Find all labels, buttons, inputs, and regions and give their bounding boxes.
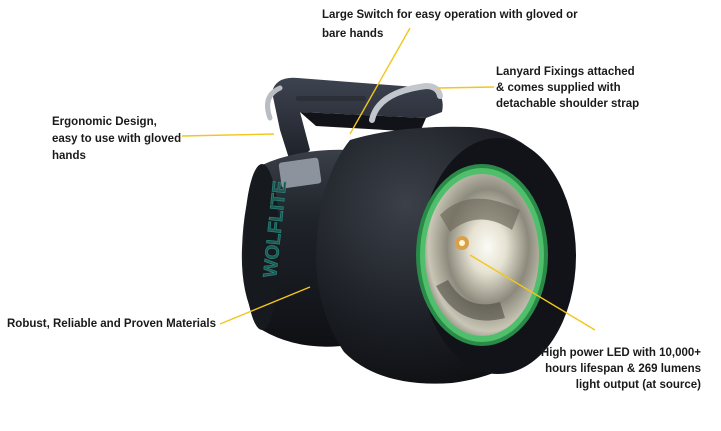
handle [272,77,443,168]
led-lens [416,164,548,346]
callout-led-line-3: light output (at source) [575,379,701,391]
callout-ergonomic-line-1: Ergonomic Design, [52,116,157,128]
callout-robust-line-1: Robust, Reliable and Proven Materials [7,318,216,330]
callout-large-switch-line-1: Large Switch for easy operation with glo… [322,9,578,21]
callout-ergonomic-line-2: easy to use with gloved [52,133,182,145]
callout-ergonomic-line-3: hands [52,150,86,162]
callout-led-line-2: hours lifespan & 269 lumens [545,363,701,375]
callout-led-line-1: High power LED with 10,000+ [540,347,701,359]
leader-lines [181,27,596,331]
callout-large-switch-line-2: bare hands [322,28,384,40]
callout-ergonomic-design: Ergonomic Design, easy to use with glove… [52,114,181,165]
leader-led [469,254,596,331]
callout-high-power-led: High power LED with 10,000+ hours lifesp… [541,345,701,393]
leader-lanyard [437,86,495,89]
lanyard-fixing-icon [265,82,443,123]
leader-ergonomic [181,133,275,137]
callout-lanyard-line-3: detachable shoulder strap [496,98,640,110]
leader-switch [349,27,411,135]
callout-lanyard-line-1: Lanyard Fixings attached [496,66,635,78]
callout-large-switch: Large Switch for easy operation with glo… [322,6,578,44]
callout-lanyard-line-2: & comes supplied with [496,82,621,94]
leader-robust [219,286,311,325]
callout-robust-materials: Robust, Reliable and Proven Materials [7,315,216,334]
callout-lanyard-fixings: Lanyard Fixings attached & comes supplie… [496,64,639,112]
